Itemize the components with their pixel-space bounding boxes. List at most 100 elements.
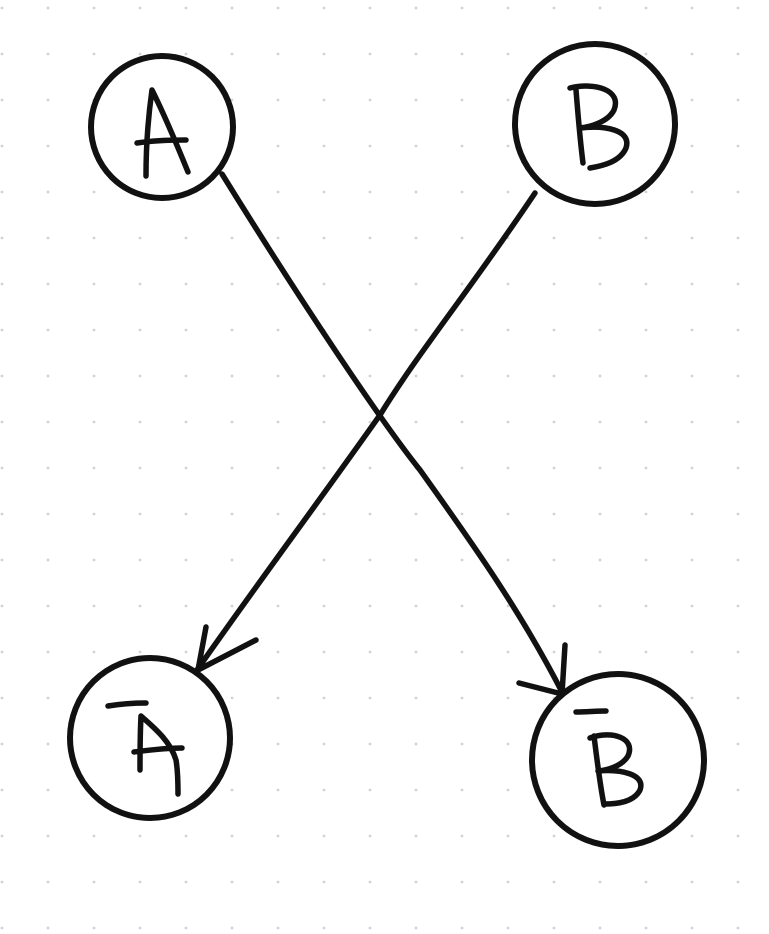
grid-dot: [46, 374, 50, 378]
grid-dot: [506, 98, 510, 102]
grid-dot: [506, 696, 510, 700]
grid-dot: [276, 374, 280, 378]
grid-dot: [506, 604, 510, 608]
grid-dot: [414, 742, 418, 746]
grid-dot: [276, 52, 280, 56]
grid-dot: [506, 788, 510, 792]
grid-dot: [690, 328, 694, 332]
grid-dot: [322, 650, 326, 654]
grid-dot: [552, 328, 556, 332]
grid-dot: [0, 98, 4, 102]
grid-dot: [92, 650, 96, 654]
grid-dot: [322, 742, 326, 746]
grid-dot: [92, 328, 96, 332]
grid-dot: [736, 788, 740, 792]
grid-dot: [736, 650, 740, 654]
grid-dot: [414, 512, 418, 516]
grid-dot: [184, 374, 188, 378]
grid-dot: [736, 144, 740, 148]
grid-dot: [506, 420, 510, 424]
grid-dot: [598, 236, 602, 240]
grid-dot: [368, 558, 372, 562]
grid-dot: [736, 466, 740, 470]
grid-dot: [0, 6, 4, 10]
grid-dot: [0, 742, 4, 746]
grid-dot: [414, 788, 418, 792]
grid-dot: [322, 190, 326, 194]
grid-dot: [276, 328, 280, 332]
grid-dot: [230, 328, 234, 332]
grid-dot: [368, 98, 372, 102]
grid-dot: [414, 834, 418, 838]
grid-dot: [644, 236, 648, 240]
grid-dot: [552, 282, 556, 286]
grid-dot: [690, 926, 694, 930]
grid-dot: [0, 880, 4, 884]
grid-dot: [322, 144, 326, 148]
grid-dot: [276, 6, 280, 10]
grid-dot: [46, 742, 50, 746]
grid-dot: [736, 374, 740, 378]
grid-dot: [736, 696, 740, 700]
grid-dot: [552, 604, 556, 608]
grid-dot: [46, 282, 50, 286]
grid-dot: [414, 52, 418, 56]
grid-dot: [736, 604, 740, 608]
grid-dot: [644, 282, 648, 286]
grid-dot: [0, 466, 4, 470]
node-not-b-glyph: [573, 708, 644, 808]
grid-dot: [230, 696, 234, 700]
grid-dot: [736, 880, 740, 884]
grid-dot: [92, 834, 96, 838]
grid-dot: [230, 420, 234, 424]
grid-dot: [690, 650, 694, 654]
grid-dot: [230, 512, 234, 516]
grid-dot: [184, 650, 188, 654]
grid-dot: [0, 926, 4, 930]
grid-dot: [92, 374, 96, 378]
grid-dot: [506, 52, 510, 56]
grid-dot: [506, 6, 510, 10]
grid-dot: [0, 374, 4, 378]
grid-dot: [690, 374, 694, 378]
grid-dot: [552, 374, 556, 378]
grid-dot: [414, 98, 418, 102]
grid-dot: [368, 788, 372, 792]
grid-dot: [598, 558, 602, 562]
grid-dot: [322, 604, 326, 608]
grid-dot: [552, 558, 556, 562]
grid-dot: [0, 558, 4, 562]
grid-dot: [46, 834, 50, 838]
grid-dot: [0, 52, 4, 56]
grid-dot: [276, 466, 280, 470]
grid-dot: [46, 328, 50, 332]
grid-dot: [736, 190, 740, 194]
grid-dot: [138, 512, 142, 516]
grid-dot: [138, 880, 142, 884]
grid-dot: [322, 420, 326, 424]
grid-dot: [322, 788, 326, 792]
grid-dot: [506, 742, 510, 746]
grid-dot: [736, 282, 740, 286]
grid-dot: [414, 880, 418, 884]
grid-dot: [46, 6, 50, 10]
grid-dot: [368, 604, 372, 608]
grid-dot: [552, 834, 556, 838]
grid-dot: [322, 466, 326, 470]
grid-dot: [506, 834, 510, 838]
grid-dot: [644, 52, 648, 56]
grid-dot: [736, 52, 740, 56]
grid-dot: [276, 604, 280, 608]
grid-dot: [368, 466, 372, 470]
grid-dot: [460, 742, 464, 746]
negation-bar-icon: [573, 708, 609, 715]
grid-dot: [230, 98, 234, 102]
grid-dot: [460, 558, 464, 562]
grid-dot: [460, 374, 464, 378]
grid-dot: [506, 926, 510, 930]
grid-dot: [46, 420, 50, 424]
grid-dot: [92, 926, 96, 930]
grid-dot: [138, 604, 142, 608]
grid-dot: [598, 880, 602, 884]
grid-dot: [736, 512, 740, 516]
